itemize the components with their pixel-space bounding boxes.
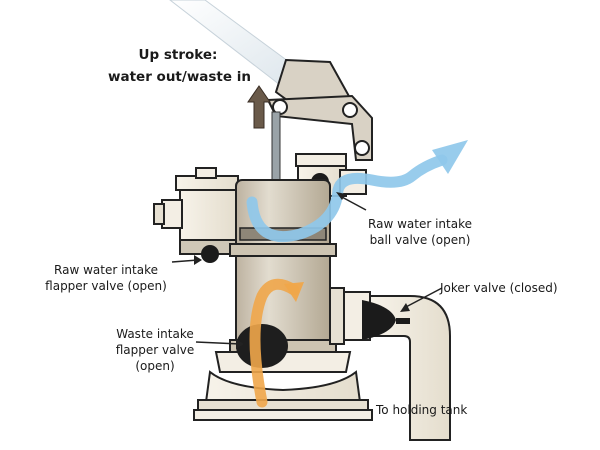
pump-cylinder bbox=[229, 179, 337, 353]
label-joker-valve: Joker valve (closed) bbox=[440, 281, 558, 295]
leader-lines bbox=[171, 195, 443, 345]
title-line-2: water out/waste in bbox=[108, 69, 251, 85]
title-line-1: Up stroke: bbox=[138, 47, 218, 63]
label-raw-water-ball-valve: Raw water intake ball valve (open) bbox=[368, 217, 472, 247]
waste-flow-arrow bbox=[249, 278, 300, 408]
pump-base bbox=[193, 351, 373, 421]
leader-line-raw-ball bbox=[339, 195, 367, 211]
label-raw-water-flapper-valve: Raw water intake flapper valve (open) bbox=[45, 263, 167, 293]
leader-arrowhead bbox=[236, 339, 244, 349]
waste-flow-arrowhead bbox=[284, 282, 304, 302]
waste-flapper-valve bbox=[236, 324, 288, 368]
raw-water-flapper-valve bbox=[201, 245, 219, 263]
leader-line-joker bbox=[403, 287, 443, 309]
linkage-arm bbox=[266, 94, 373, 161]
leader-arrowhead bbox=[400, 303, 410, 312]
leader-line-waste-flapper bbox=[195, 341, 241, 345]
label-to-holding-tank: To holding tank bbox=[376, 403, 468, 417]
water-flow-arrowhead bbox=[432, 140, 468, 174]
water-flow-arrow bbox=[246, 154, 448, 243]
joker-valve bbox=[362, 300, 396, 340]
leader-arrowhead bbox=[194, 255, 202, 265]
outlet-pipe bbox=[329, 287, 451, 441]
label-waste-intake-flapper-valve: Waste intake flapper valve (open) bbox=[115, 327, 195, 373]
leader-line-raw-flapper bbox=[171, 259, 199, 263]
pivot-pin bbox=[342, 102, 358, 118]
pivot-pin bbox=[354, 140, 370, 156]
leader-arrowhead bbox=[336, 192, 346, 200]
joker-valve-tip bbox=[396, 318, 410, 324]
raw-water-intake-housing bbox=[153, 167, 239, 255]
up-arrow-icon bbox=[247, 85, 271, 129]
stroke-title: Up stroke: water out/waste in bbox=[108, 44, 251, 88]
